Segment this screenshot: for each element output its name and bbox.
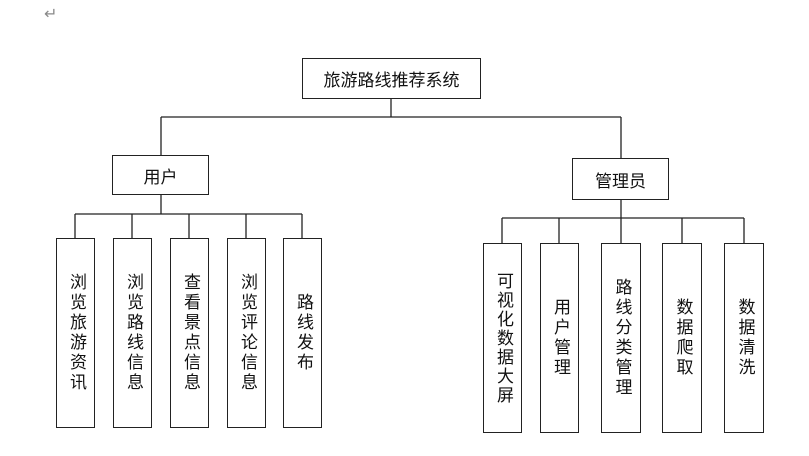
admin-child-label: 用户管理 <box>550 298 570 378</box>
admin-child-label: 路线分类管理 <box>611 278 632 398</box>
admin-node-label: 管理员 <box>595 171 646 192</box>
admin-child-label: 可视化数据大屏 <box>493 271 513 405</box>
root-node-label: 旅游路线推荐系统 <box>323 71 460 91</box>
admin-node: 管理员 <box>572 158 669 200</box>
admin-child-label: 数据清洗 <box>734 298 755 378</box>
user-child-node: 浏览路线信息 <box>113 238 152 428</box>
user-child-node: 查看景点信息 <box>170 238 209 428</box>
user-child-label: 浏览路线信息 <box>123 273 143 393</box>
admin-child-node: 用户管理 <box>540 243 579 433</box>
user-child-node: 路线发布 <box>283 238 322 428</box>
admin-child-label: 数据爬取 <box>672 298 693 378</box>
user-child-label: 路线发布 <box>293 293 313 373</box>
user-node-label: 用户 <box>143 167 178 188</box>
user-child-label: 浏览旅游资讯 <box>66 273 86 393</box>
admin-child-node: 路线分类管理 <box>601 243 641 433</box>
user-node: 用户 <box>112 155 209 195</box>
user-child-label: 浏览评论信息 <box>237 273 257 393</box>
admin-child-node: 数据清洗 <box>724 243 764 433</box>
user-child-label: 查看景点信息 <box>180 273 200 393</box>
admin-child-node: 数据爬取 <box>662 243 702 433</box>
user-child-node: 浏览评论信息 <box>227 238 266 428</box>
admin-child-node: 可视化数据大屏 <box>483 243 522 433</box>
user-child-node: 浏览旅游资讯 <box>56 238 95 428</box>
paragraph-return-icon: ↵ <box>44 4 58 23</box>
root-node: 旅游路线推荐系统 <box>302 58 481 99</box>
